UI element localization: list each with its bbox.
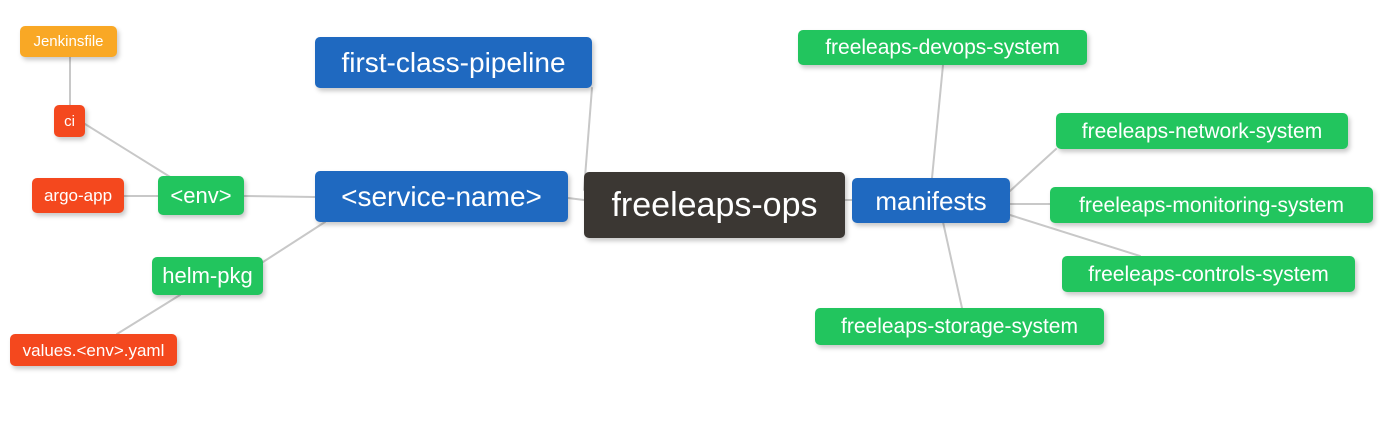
mindmap-node-freeleaps-devops-system[interactable]: freeleaps-devops-system xyxy=(798,30,1087,65)
mindmap-node-label: manifests xyxy=(875,185,987,216)
mindmap-node-helm-pkg[interactable]: helm-pkg xyxy=(152,257,263,295)
edge-manifests-to-freeleaps-network-system xyxy=(1009,148,1057,192)
mindmap-node-label: freeleaps-network-system xyxy=(1081,119,1323,143)
mindmap-node-label: argo-app xyxy=(43,186,113,205)
mindmap-node-argo-app[interactable]: argo-app xyxy=(32,178,124,213)
edge-manifests-to-freeleaps-devops-system xyxy=(931,64,944,179)
mindmap-node-label: first-class-pipeline xyxy=(341,46,566,78)
edge-service-name-to-helm-pkg xyxy=(262,221,326,263)
mindmap-node-label: values.<env>.yaml xyxy=(22,340,165,360)
mindmap-node-label: <service-name> xyxy=(341,180,542,212)
mindmap-node-freeleaps-controls-system[interactable]: freeleaps-controls-system xyxy=(1062,256,1355,292)
mindmap-node-first-class-pipeline[interactable]: first-class-pipeline xyxy=(315,37,592,88)
mindmap-node-freeleaps-monitoring-system[interactable]: freeleaps-monitoring-system xyxy=(1050,187,1373,223)
mindmap-node-label: ci xyxy=(64,112,75,130)
edge-service-name-to-env xyxy=(243,195,316,198)
mindmap-node-values-env-yaml[interactable]: values.<env>.yaml xyxy=(10,334,177,366)
mindmap-node-label: freeleaps-ops xyxy=(611,186,818,224)
mindmap-node-label: freeleaps-controls-system xyxy=(1088,262,1329,286)
edge-helm-pkg-to-values-env-yaml xyxy=(116,294,181,335)
edge-env-to-ci xyxy=(84,123,176,181)
mindmap-node-jenkinsfile[interactable]: Jenkinsfile xyxy=(20,26,117,57)
mindmap-node-label: helm-pkg xyxy=(162,263,253,288)
mindmap-node-label: <env> xyxy=(170,182,232,208)
mindmap-node-freeleaps-ops[interactable]: freeleaps-ops xyxy=(584,172,845,238)
mindmap-node-ci[interactable]: ci xyxy=(54,105,85,137)
mindmap-node-label: freeleaps-monitoring-system xyxy=(1079,193,1344,217)
mindmap-node-freeleaps-storage-system[interactable]: freeleaps-storage-system xyxy=(815,308,1104,345)
mindmap-node-label: freeleaps-storage-system xyxy=(841,315,1078,338)
mindmap-node-service-name[interactable]: <service-name> xyxy=(315,171,568,222)
edge-manifests-to-freeleaps-storage-system xyxy=(942,221,963,309)
edge-freeleaps-ops-to-service-name xyxy=(567,197,585,201)
mindmap-node-freeleaps-network-system[interactable]: freeleaps-network-system xyxy=(1056,113,1348,149)
mindmap-node-label: Jenkinsfile xyxy=(33,33,104,50)
mindmap-node-label: freeleaps-devops-system xyxy=(825,36,1060,59)
mindmap-node-manifests[interactable]: manifests xyxy=(852,178,1010,223)
mindmap-node-env[interactable]: <env> xyxy=(158,176,244,215)
